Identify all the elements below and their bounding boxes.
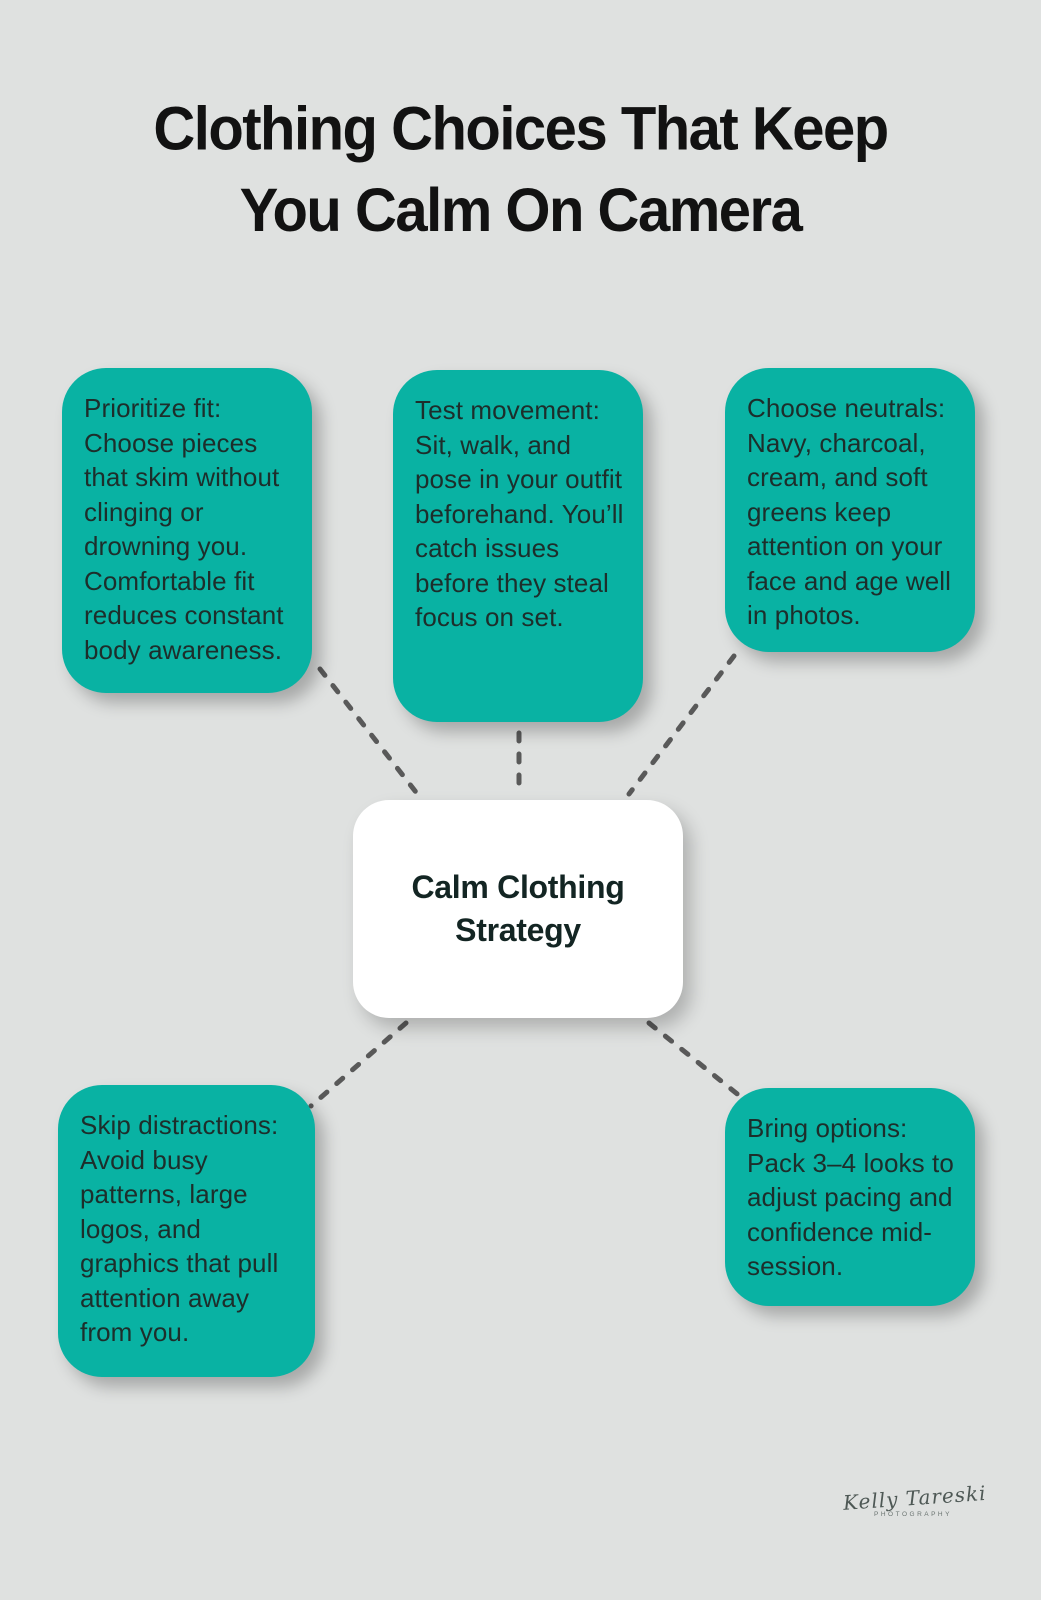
node-skip-distractions: Skip distractions: Avoid busy patterns, … — [58, 1085, 315, 1377]
connector-prioritize-fit — [317, 666, 422, 799]
page-title-line2: You Calm On Camera — [239, 175, 803, 245]
page-title: Clothing Choices That Keep You Calm On C… — [0, 88, 1041, 251]
page-title-line1: Clothing Choices That Keep — [153, 94, 889, 164]
node-bring-options-text: Bring options: Pack 3–4 looks to adjust … — [747, 1113, 954, 1281]
signature-subtitle: PHOTOGRAPHY — [874, 1511, 952, 1518]
node-choose-neutrals-text: Choose neutrals: Navy, charcoal, cream, … — [747, 393, 952, 630]
node-test-movement-text: Test movement: Sit, walk, and pose in yo… — [415, 395, 624, 632]
center-node-label: Calm Clothing Strategy — [411, 869, 625, 948]
node-prioritize-fit-text: Prioritize fit: Choose pieces that skim … — [84, 393, 284, 665]
node-prioritize-fit: Prioritize fit: Choose pieces that skim … — [62, 368, 312, 693]
connector-choose-neutrals — [626, 653, 737, 797]
center-node: Calm Clothing Strategy — [353, 800, 683, 1018]
node-skip-distractions-text: Skip distractions: Avoid busy patterns, … — [80, 1110, 279, 1347]
node-test-movement: Test movement: Sit, walk, and pose in yo… — [393, 370, 643, 722]
node-bring-options: Bring options: Pack 3–4 looks to adjust … — [725, 1088, 975, 1306]
node-choose-neutrals: Choose neutrals: Navy, charcoal, cream, … — [725, 368, 975, 652]
connector-bring-options — [646, 1020, 744, 1100]
signature-name: Kelly Tareski — [842, 1480, 988, 1515]
connector-skip-distractions — [308, 1020, 409, 1109]
signature: Kelly Tareski PHOTOGRAPHY — [842, 1481, 987, 1518]
